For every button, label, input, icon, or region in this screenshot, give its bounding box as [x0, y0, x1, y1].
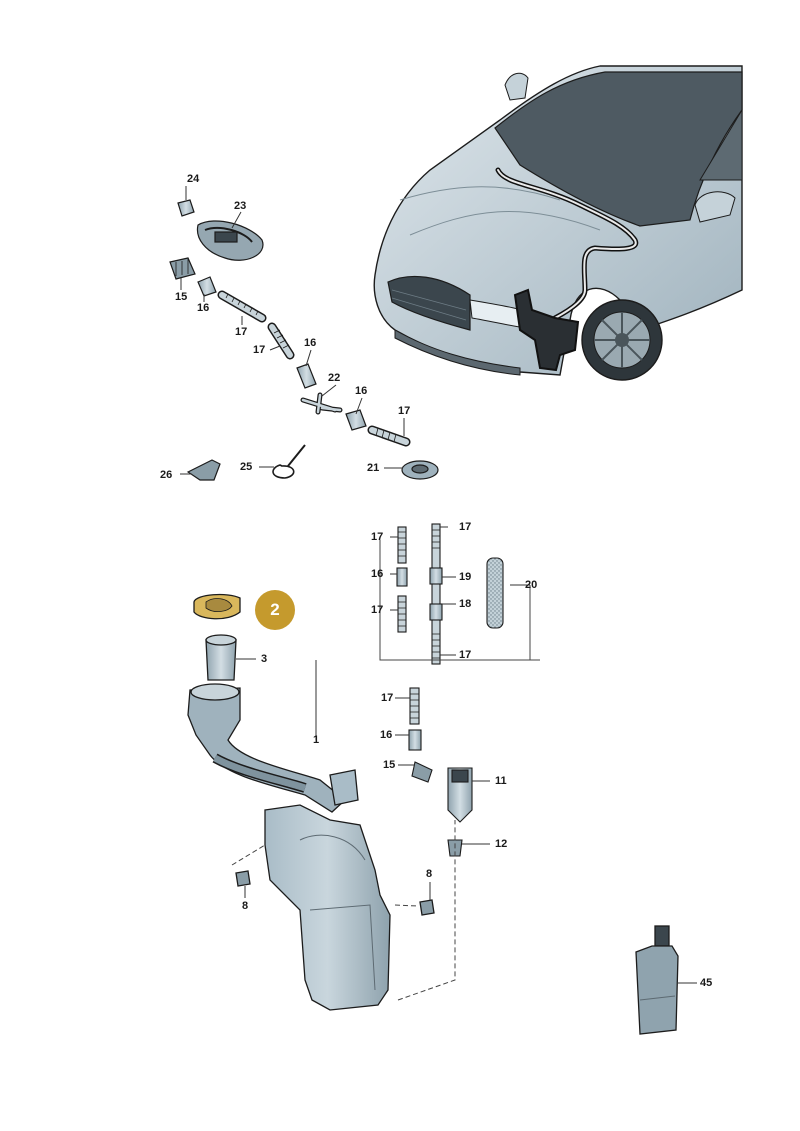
callout-17[interactable]: 17: [381, 692, 394, 704]
leader-lines: [180, 186, 697, 984]
callout-17[interactable]: 17: [235, 326, 248, 338]
callout-3[interactable]: 3: [261, 653, 268, 665]
callout-17[interactable]: 17: [459, 521, 472, 533]
callout-16[interactable]: 16: [197, 302, 210, 314]
callout-18[interactable]: 18: [459, 598, 472, 610]
callout-15[interactable]: 15: [175, 291, 188, 303]
callout-17[interactable]: 17: [371, 604, 384, 616]
callout-25[interactable]: 25: [240, 461, 253, 473]
callout-23[interactable]: 23: [234, 200, 247, 212]
washer-fluid-reservoir: [187, 593, 456, 1011]
callout-26[interactable]: 26: [160, 469, 173, 481]
hose-kit: [379, 523, 540, 665]
callout-16[interactable]: 16: [304, 337, 317, 349]
callout-16[interactable]: 16: [380, 729, 393, 741]
callout-22[interactable]: 22: [328, 372, 341, 384]
car-front-icon: [373, 65, 743, 381]
callout-19[interactable]: 19: [459, 571, 472, 583]
callout-1[interactable]: 1: [313, 734, 320, 746]
callout-16[interactable]: 16: [371, 568, 384, 580]
callout-17[interactable]: 17: [371, 531, 384, 543]
lower-hose-parts: [408, 687, 473, 857]
callout-21[interactable]: 21: [367, 462, 380, 474]
callout-17[interactable]: 17: [459, 649, 472, 661]
fluid-bottle-icon: [635, 925, 679, 1035]
callout-15[interactable]: 15: [383, 759, 396, 771]
callout-11[interactable]: 11: [495, 775, 507, 787]
washer-jet-assembly: [169, 199, 439, 481]
callout-16[interactable]: 16: [355, 385, 368, 397]
highlighted-part-badge[interactable]: 2: [255, 590, 295, 630]
callout-12[interactable]: 12: [495, 838, 508, 850]
callout-20[interactable]: 20: [525, 579, 538, 591]
callout-45[interactable]: 45: [700, 977, 713, 989]
callout-17[interactable]: 17: [398, 405, 411, 417]
callout-8[interactable]: 8: [426, 868, 433, 880]
callout-8[interactable]: 8: [242, 900, 249, 912]
callout-24[interactable]: 24: [187, 173, 200, 185]
callout-17[interactable]: 17: [253, 344, 266, 356]
